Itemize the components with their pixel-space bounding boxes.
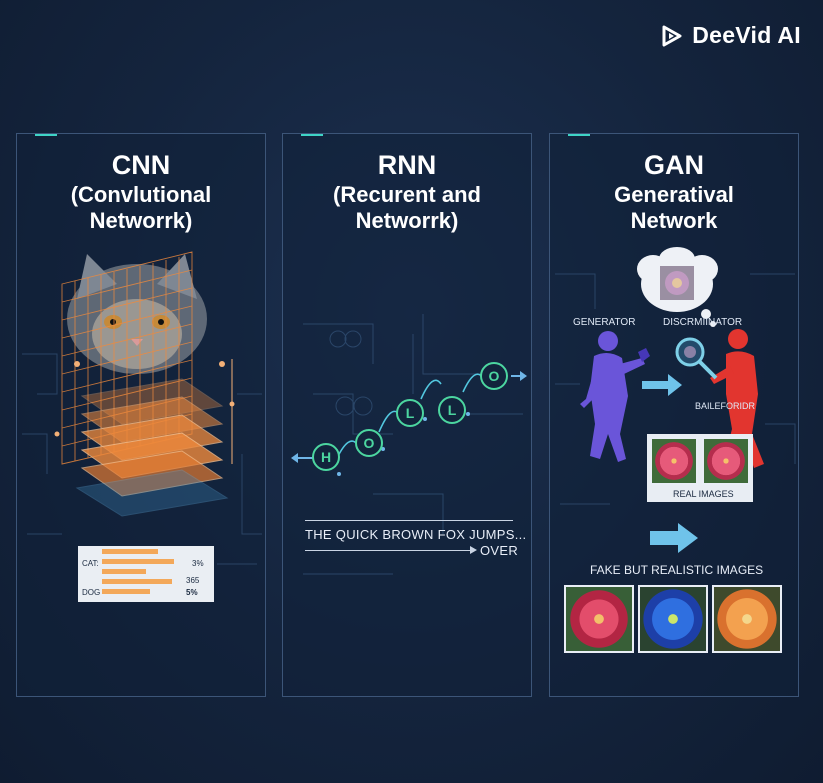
- gan-title-main: GAN: [644, 150, 704, 180]
- panel-tab-accent: [301, 134, 323, 136]
- dog-value: 5%: [186, 588, 198, 597]
- cnn-title-line2: Networrk): [89, 208, 193, 233]
- magnifier-icon: [675, 337, 718, 380]
- sentence-line2: OVER: [480, 543, 519, 558]
- rnn-title-line1: (Recurent and: [333, 182, 481, 207]
- cnn-illustration: [22, 251, 262, 565]
- letter-node-l2: L: [438, 396, 466, 424]
- fake-image-blue: [638, 585, 708, 653]
- panel-tab-accent: [35, 134, 57, 136]
- convolution-layers: [75, 378, 229, 517]
- bar-1: [102, 549, 158, 554]
- cnn-title-line1: (Convlutional: [70, 182, 212, 207]
- letter-node-o: O: [355, 429, 383, 457]
- decision-label: BAILEFORIDR: [695, 401, 756, 411]
- cat-value: 3%: [192, 559, 204, 568]
- sentence-arrowhead: [470, 546, 477, 554]
- rnn-title-main: RNN: [377, 150, 437, 180]
- discriminator-label: DISCRMIINATOR: [663, 317, 743, 328]
- gan-title-line2: Network: [630, 208, 718, 233]
- cat-label: CAT:: [82, 559, 99, 568]
- panel-tab-accent: [568, 134, 590, 136]
- letter-node-o2: O: [480, 362, 508, 390]
- real-image-1: [650, 437, 698, 485]
- real-image-2: [702, 437, 750, 485]
- bar-4: [102, 579, 172, 584]
- fake-image-red: [564, 585, 634, 653]
- classification-bars: CAT: 3% 365 DOG 5%: [78, 546, 214, 602]
- bar-3: [102, 569, 146, 574]
- dog-label: DOG: [82, 588, 101, 597]
- play-triangle-icon: [662, 25, 682, 46]
- bar-dog: [102, 589, 150, 594]
- letter-node-h: H: [312, 443, 340, 471]
- cnn-title: CNN (Convlutional Networrk): [17, 148, 265, 234]
- fake-image-orange: [712, 585, 782, 653]
- sentence-arrow: [305, 550, 473, 551]
- fake-images-label: FAKE BUT REALISTIC IMAGES: [590, 563, 764, 577]
- rnn-panel: RNN (Recurent and Networrk) H O: [282, 133, 532, 697]
- sentence-line1: THE QUICK BROWN FOX JUMPS...: [305, 527, 527, 542]
- rnn-title: RNN (Recurent and Networrk): [283, 148, 531, 234]
- real-images-label: REAL IMAGES: [673, 489, 734, 499]
- generator-label: GENERATOR: [573, 317, 636, 328]
- gan-title-line1: Generatival: [614, 182, 734, 207]
- rnn-title-line2: Networrk): [355, 208, 459, 233]
- cnn-title-main: CNN: [111, 150, 171, 180]
- cnn-panel: CNN (Convlutional Networrk): [16, 133, 266, 697]
- thought-bubble: [637, 247, 718, 327]
- brand-logo: DeeVid AI: [660, 22, 801, 49]
- generator-figure: [580, 331, 645, 462]
- brand-name: DeeVid AI: [692, 22, 801, 48]
- mid-value: 365: [186, 576, 200, 585]
- letter-node-l1: L: [396, 399, 424, 427]
- bar-cat: [102, 559, 174, 564]
- gan-title: GAN Generatival Network: [550, 148, 798, 234]
- sentence-top-line: [305, 520, 513, 521]
